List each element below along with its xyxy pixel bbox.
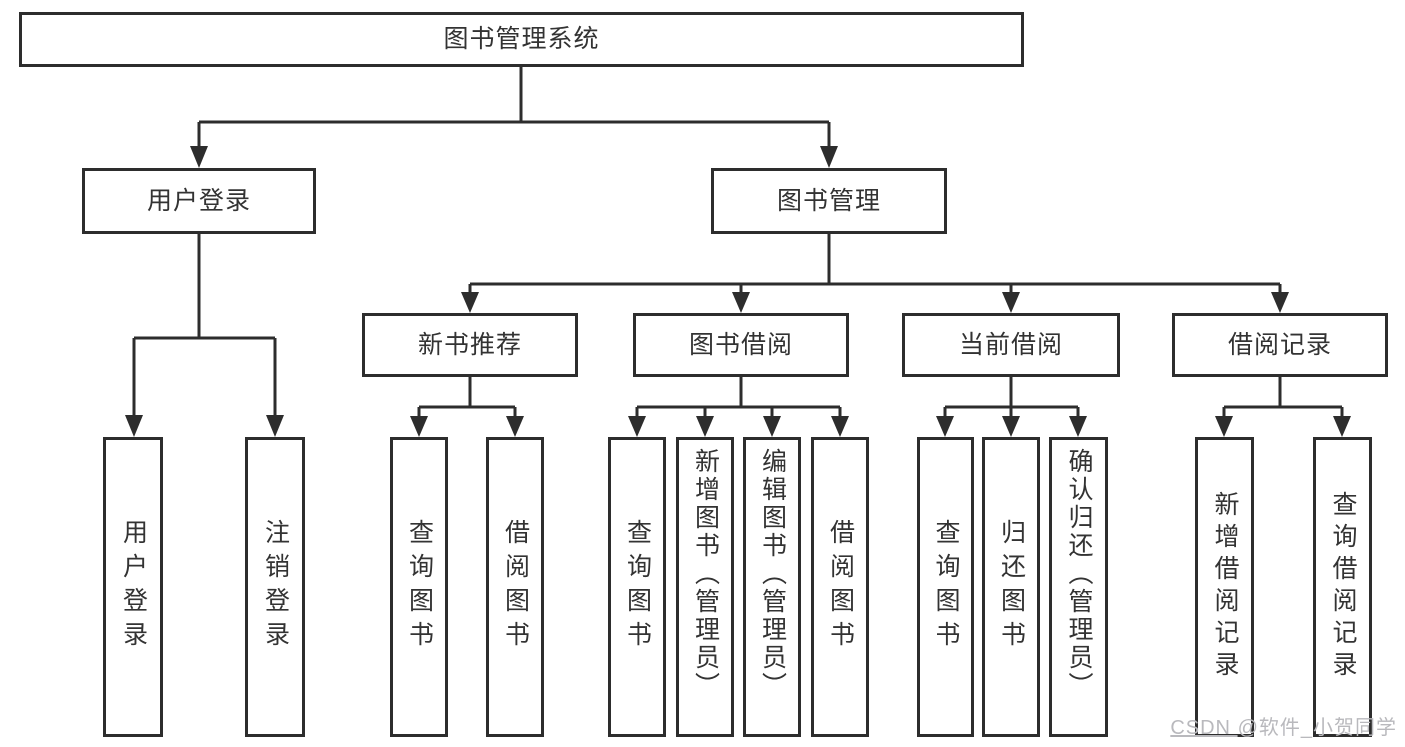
leaf-return-books-label: 归还图书 — [997, 519, 1026, 655]
csdn-watermark-handle: @软件_小贺同学 — [1237, 717, 1397, 739]
node-borrowing-records: 借阅记录 — [1172, 313, 1388, 377]
leaf-query-books-recommend-label: 查询图书 — [405, 519, 434, 655]
leaf-return-books: 归还图书 — [982, 437, 1040, 737]
leaf-query-books-current-label: 查询图书 — [932, 519, 960, 655]
arrow-head — [820, 146, 838, 168]
arrow-head — [506, 416, 524, 437]
arrow-head — [125, 415, 143, 437]
connector-user-login — [132, 234, 277, 416]
node-current-borrowing: 当前借阅 — [902, 313, 1120, 377]
node-new-book-recommend: 新书推荐 — [362, 313, 578, 377]
leaf-add-borrow-record: 新增借阅记录 — [1195, 437, 1254, 737]
arrow-head — [1215, 416, 1233, 437]
arrow-head — [763, 416, 781, 437]
arrow-head — [190, 146, 208, 168]
arrow-head — [1271, 292, 1289, 313]
leaf-borrow-books-recommend: 借阅图书 — [486, 437, 544, 737]
arrow-head — [1333, 416, 1351, 437]
arrow-head — [732, 292, 750, 313]
node-borrowing-records-label: 借阅记录 — [1227, 330, 1332, 359]
node-book-borrowing: 图书借阅 — [633, 313, 849, 377]
leaf-logout-label: 注销登录 — [261, 519, 290, 655]
leaf-query-books-borrow: 查询图书 — [608, 437, 666, 737]
leaf-query-books-current: 查询图书 — [917, 437, 974, 737]
leaf-add-borrow-record-label: 新增借阅记录 — [1211, 491, 1239, 683]
arrow-head — [628, 416, 646, 437]
connector-current-borrow — [943, 377, 1080, 418]
arrow-head — [266, 415, 284, 437]
node-book-borrowing-label: 图书借阅 — [688, 330, 793, 359]
arrow-head — [410, 416, 428, 437]
leaf-confirm-return-admin-label: 确认归还（管理员） — [1065, 448, 1093, 700]
leaf-edit-books-admin-label: 编辑图书（管理员） — [758, 448, 787, 700]
node-current-borrowing-label: 当前借阅 — [958, 330, 1063, 359]
leaf-borrow-books-recommend-label: 借阅图书 — [501, 519, 530, 655]
connector-borrow-record — [1222, 377, 1344, 418]
arrow-head — [1002, 292, 1020, 313]
node-new-book-recommend-label: 新书推荐 — [417, 330, 522, 359]
arrow-head — [696, 416, 714, 437]
csdn-watermark: CSDN @软件_小贺同学 — [1170, 711, 1397, 740]
leaf-query-borrow-record-label: 查询借阅记录 — [1329, 491, 1357, 683]
connector-new-book — [417, 377, 517, 418]
leaf-confirm-return-admin: 确认归还（管理员） — [1049, 437, 1108, 737]
node-user-login-label: 用户登录 — [146, 186, 251, 215]
leaf-add-books-admin-label: 新增图书（管理员） — [691, 448, 720, 700]
leaf-user-login: 用户登录 — [103, 437, 163, 737]
node-book-management-label: 图书管理 — [776, 186, 881, 215]
arrow-head — [461, 292, 479, 313]
leaf-borrow-books: 借阅图书 — [811, 437, 869, 737]
csdn-watermark-prefix: CSDN — [1170, 717, 1238, 739]
leaf-query-books-recommend: 查询图书 — [390, 437, 448, 737]
connector-book-mgmt — [468, 234, 1282, 294]
node-root-label: 图书管理系统 — [443, 25, 600, 53]
leaf-edit-books-admin: 编辑图书（管理员） — [743, 437, 801, 737]
connector-root — [197, 67, 831, 147]
node-user-login: 用户登录 — [82, 168, 316, 234]
leaf-user-login-label: 用户登录 — [119, 519, 148, 655]
leaf-add-books-admin: 新增图书（管理员） — [676, 437, 734, 737]
leaf-borrow-books-label: 借阅图书 — [826, 519, 855, 655]
leaf-query-books-borrow-label: 查询图书 — [623, 519, 652, 655]
arrow-head — [831, 416, 849, 437]
arrow-head — [936, 416, 954, 437]
node-root: 图书管理系统 — [19, 12, 1024, 67]
arrow-head — [1069, 416, 1087, 437]
node-book-management: 图书管理 — [711, 168, 947, 234]
leaf-logout: 注销登录 — [245, 437, 305, 737]
arrow-head — [1002, 416, 1020, 437]
connector-book-borrow — [635, 377, 842, 418]
leaf-query-borrow-record: 查询借阅记录 — [1313, 437, 1372, 737]
